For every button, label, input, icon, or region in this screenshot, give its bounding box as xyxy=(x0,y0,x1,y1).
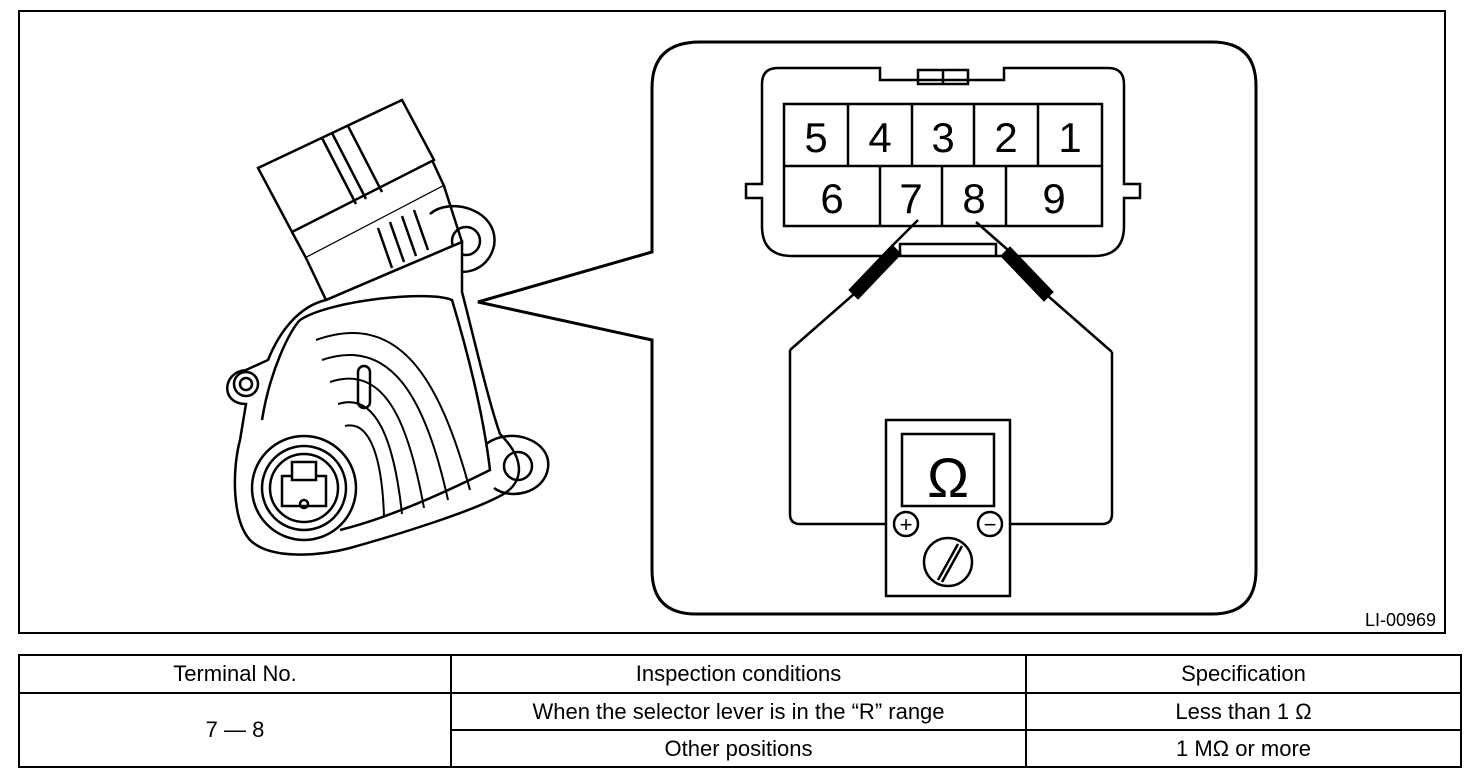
figure-frame xyxy=(18,10,1446,634)
spec-cell: Less than 1 Ω xyxy=(1025,692,1462,731)
pin-label: 5 xyxy=(804,114,827,161)
pin-label: 2 xyxy=(994,114,1017,161)
table-row: Other positions 1 MΩ or more xyxy=(19,729,1462,768)
condition-cell: When the selector lever is in the “R” ra… xyxy=(450,692,1027,731)
table-header-row: Terminal No. Inspection conditions Speci… xyxy=(18,654,1462,694)
figure-id-label: LI-00969 xyxy=(1365,610,1436,630)
pin-label: 1 xyxy=(1058,114,1081,161)
terminal-cell: 7 — 8 xyxy=(18,692,452,768)
pin-label: 7 xyxy=(899,175,922,222)
pin-label: 3 xyxy=(931,114,954,161)
connector-pins: 5 4 3 2 1 6 7 8 9 xyxy=(804,114,1081,222)
pin-label: 4 xyxy=(868,114,891,161)
table-row: 7 — 8 When the selector lever is in the … xyxy=(18,692,1462,768)
ohmmeter-icon xyxy=(884,418,1012,598)
probe-icon xyxy=(788,219,1114,526)
inhibitor-switch-icon xyxy=(226,98,550,556)
diagram-figure: 5 4 3 2 1 6 7 8 9 Ω + − LI-00969 xyxy=(226,40,1436,630)
pin-label: 8 xyxy=(962,175,985,222)
header-inspection-conditions: Inspection conditions xyxy=(450,654,1027,694)
header-terminal-no: Terminal No. xyxy=(18,654,452,694)
minus-terminal-label: − xyxy=(984,512,997,537)
connector-icon xyxy=(744,66,1142,258)
callout-bubble xyxy=(477,40,1258,616)
header-specification: Specification xyxy=(1025,654,1462,694)
spec-cell: 1 MΩ or more xyxy=(1025,729,1462,768)
pin-label: 6 xyxy=(820,175,843,222)
spec-table: Terminal No. Inspection conditions Speci… xyxy=(18,654,1462,768)
ohm-symbol: Ω xyxy=(927,446,969,509)
plus-terminal-label: + xyxy=(900,512,913,537)
condition-cell: Other positions xyxy=(450,729,1027,768)
pin-label: 9 xyxy=(1042,175,1065,222)
